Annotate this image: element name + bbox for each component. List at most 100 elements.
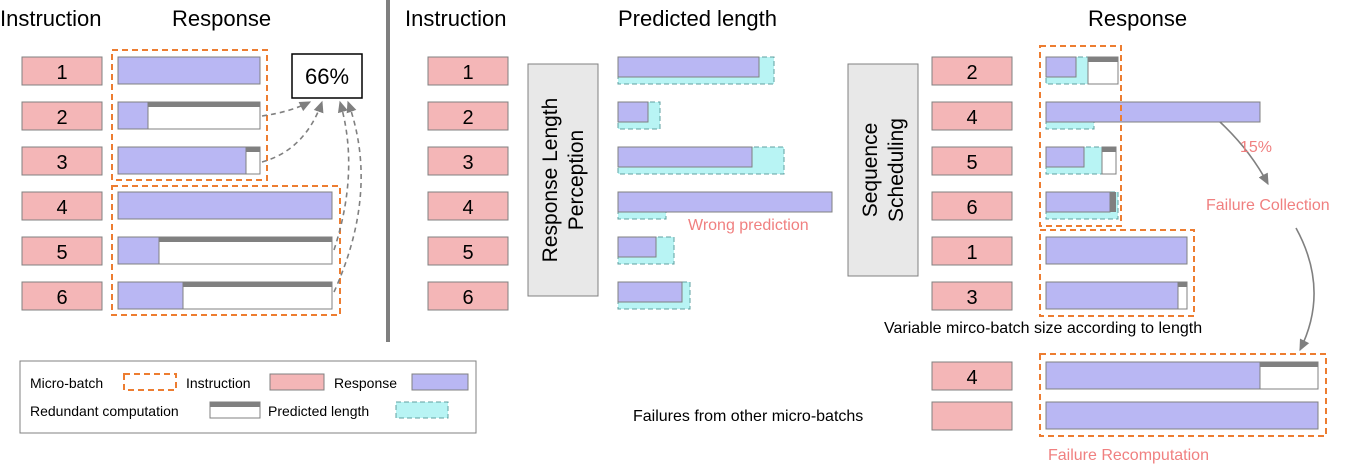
redundancy-arrow-3: [261, 100, 324, 163]
legend-predicted-label: Predicted length: [268, 403, 369, 419]
right-instruction-box-3: [427, 146, 509, 176]
scheduled-redundant-bar-6: [1110, 192, 1116, 212]
scheduled-response-bar-5: [1045, 146, 1085, 168]
left-instruction-box-6: [21, 281, 103, 311]
left-instruction-label-1: 1: [56, 62, 67, 84]
sequence-scheduling-box: [847, 63, 919, 277]
predicted-response-bar-2: [617, 101, 649, 123]
scheduled-response-bar-1: [1045, 236, 1188, 265]
scheduled-instruction-label-2: 2: [966, 62, 977, 84]
legend-response-label: Response: [334, 375, 397, 391]
left-instruction-label-5: 5: [56, 242, 67, 264]
scheduled-instruction-label-6: 6: [966, 197, 977, 219]
predicted-response-bar-3: [617, 146, 753, 168]
left-redundant-bar-5: [159, 237, 332, 242]
scheduled-redundant-bar-3: [1178, 282, 1187, 287]
failures-other-label: Failures from other micro-batchs: [633, 408, 863, 425]
redundancy-percent-label: 66%: [305, 64, 349, 89]
legend-micro-batch-label: Micro-batch: [30, 375, 103, 391]
left-redundant-bar-6: [183, 282, 332, 287]
right-instruction-label-6: 6: [462, 287, 473, 309]
legend-redundant-swatch-bar: [210, 402, 260, 407]
failure-percent-label: 15%: [1240, 139, 1272, 156]
scheduled-instruction-label-1: 1: [966, 242, 977, 264]
left-instruction-label-6: 6: [56, 287, 67, 309]
left-response-bar-2: [117, 101, 149, 130]
left-micro-batch-2: [111, 185, 341, 316]
right-instruction-label-1: 1: [462, 62, 473, 84]
left-response-bar-6: [117, 281, 184, 310]
recompute-redundant-bar: [1260, 362, 1318, 367]
left-instruction-box-4: [21, 191, 103, 221]
scheduled-redundant-bar-5: [1102, 147, 1116, 152]
left-header-instruction: Instruction: [0, 6, 102, 31]
scheduled-response-bar-4: [1045, 101, 1261, 123]
scheduled-micro-batch-1: [1039, 45, 1122, 227]
left-instruction-label-2: 2: [56, 107, 67, 129]
failure-collection-label: Failure Collection: [1206, 197, 1330, 214]
right-instruction-label-4: 4: [462, 197, 473, 219]
redundancy-arrow-2: [261, 101, 312, 117]
scheduled-instruction-box-3: [931, 281, 1013, 311]
scheduling-label-line2: Scheduling: [885, 118, 908, 222]
recompute-instruction-label: 4: [966, 367, 977, 389]
right-instruction-label-5: 5: [462, 242, 473, 264]
redundancy-percent-box: [291, 53, 363, 99]
legend-box: [19, 360, 477, 434]
other-failures-instruction-box: [931, 401, 1013, 431]
scheduled-instruction-box-2: [931, 56, 1013, 86]
variable-batch-note: Variable mirco-batch size according to l…: [884, 320, 1202, 337]
right-instruction-label-2: 2: [462, 107, 473, 129]
scheduled-instruction-box-5: [931, 146, 1013, 176]
other-failures-response-bar: [1045, 401, 1319, 430]
scheduled-instruction-box-4: [931, 101, 1013, 131]
scheduled-response-bar-3: [1045, 281, 1179, 310]
left-response-bar-1: [117, 56, 261, 85]
right-instruction-box-1: [427, 56, 509, 86]
left-instruction-box-3: [21, 146, 103, 176]
scheduled-instruction-box-6: [931, 191, 1013, 221]
redundancy-arrow-5: [333, 100, 350, 251]
right-instruction-label-3: 3: [462, 152, 473, 174]
response-length-perception-box: [527, 63, 599, 297]
legend-micro-batch-swatch: [123, 373, 177, 391]
perception-label-line2: Perception: [565, 130, 588, 230]
scheduling-label-line1: Sequence: [859, 123, 882, 218]
scheduled-instruction-box-1: [931, 236, 1013, 266]
failure-recomputation-label: Failure Recomputation: [1048, 447, 1209, 464]
scheduled-instruction-label-3: 3: [966, 287, 977, 309]
scheduled-response-bar-6: [1045, 191, 1111, 213]
left-instruction-box-1: [21, 56, 103, 86]
failure-collection-arrow: [1219, 121, 1269, 186]
left-redundant-bar-3: [246, 147, 260, 152]
right-instruction-box-5: [427, 236, 509, 266]
right-header-instruction: Instruction: [405, 6, 507, 31]
recompute-micro-batch: [1039, 353, 1327, 437]
left-response-bar-3: [117, 146, 247, 175]
scheduled-redundant-bar-2: [1088, 57, 1118, 62]
predicted-response-bar-5: [617, 236, 657, 258]
legend-instruction-label: Instruction: [186, 375, 251, 391]
recompute-response-bar: [1045, 361, 1261, 390]
left-header-response: Response: [172, 6, 271, 31]
predicted-response-bar-1: [617, 56, 760, 78]
right-header-predicted-length: Predicted length: [618, 6, 777, 31]
scheduled-instruction-label-5: 5: [966, 152, 977, 174]
recompute-instruction-box: [931, 361, 1013, 391]
predicted-response-bar-4: [617, 191, 833, 213]
redundancy-arrow-6: [333, 100, 362, 293]
right-header-response: Response: [1088, 6, 1187, 31]
left-instruction-box-5: [21, 236, 103, 266]
failure-recomputation-arrow: [1295, 227, 1315, 352]
right-instruction-box-4: [427, 191, 509, 221]
left-instruction-label-4: 4: [56, 197, 67, 219]
wrong-prediction-label: Wrong prediction: [688, 217, 809, 234]
legend-redundant-label: Redundant computation: [30, 403, 179, 419]
left-redundant-bar-2: [148, 102, 260, 107]
scheduled-instruction-label-4: 4: [966, 107, 977, 129]
left-instruction-label-3: 3: [56, 152, 67, 174]
legend-response-swatch: [411, 373, 469, 391]
left-instruction-box-2: [21, 101, 103, 131]
